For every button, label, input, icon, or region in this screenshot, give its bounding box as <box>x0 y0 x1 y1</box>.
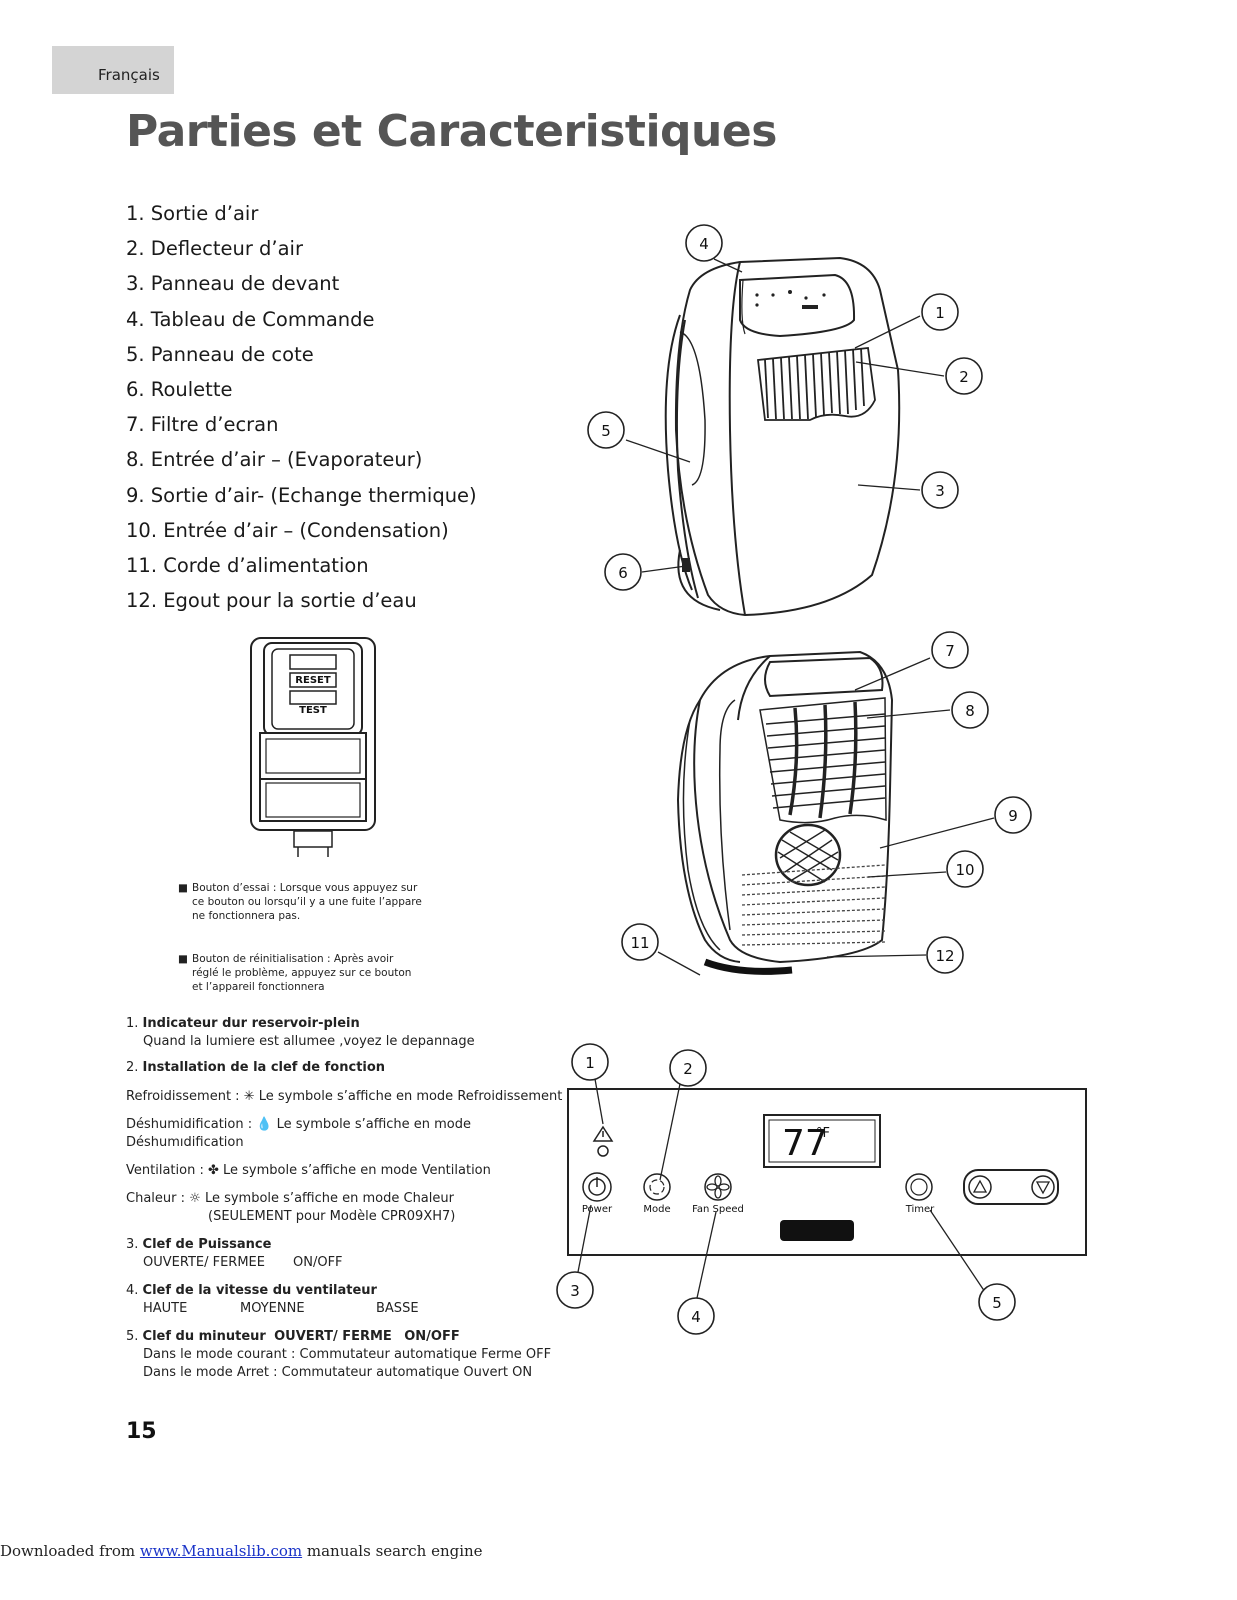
panel-callout-5: 5 <box>992 1294 1002 1312</box>
desc-title: Clef de Puissance <box>142 1237 272 1252</box>
page-number: 15 <box>126 1419 157 1444</box>
down-arrow-icon <box>1035 1181 1051 1195</box>
temp-up-button[interactable] <box>968 1175 992 1199</box>
parts-list: 1. Sortie d’air 2. Deflecteur d’air 3. P… <box>126 196 477 618</box>
callout-8: 8 <box>965 702 975 720</box>
fan-icon <box>706 1175 730 1199</box>
temperature-unit: °F <box>816 1126 830 1141</box>
callout-10: 10 <box>955 861 974 879</box>
droplet-icon: 💧 <box>256 1117 273 1132</box>
mode-icon <box>649 1179 665 1195</box>
part-item: 11. Corde d’alimentation <box>126 554 369 578</box>
bullet-icon: ■ <box>178 882 188 894</box>
power-label: Power <box>582 1204 613 1215</box>
mode-button[interactable] <box>643 1173 671 1201</box>
test-button-note: ■ Bouton d’essai : Lorsque vous appuyez … <box>178 882 422 922</box>
page-title: Parties et Caracteristiques <box>126 106 777 157</box>
desc-title: Clef de la vitesse du ventilateur <box>142 1283 377 1298</box>
timer-button[interactable] <box>905 1173 933 1201</box>
timer-icon <box>910 1178 928 1196</box>
fan-icon: ✤ <box>207 1163 219 1178</box>
desc-title: Installation de la clef de fonction <box>142 1060 386 1075</box>
temperature-display: 77 <box>782 1123 828 1164</box>
mode-label: Mode <box>643 1204 670 1215</box>
panel-callout-3: 3 <box>570 1282 580 1300</box>
panel-callout-4: 4 <box>691 1308 701 1326</box>
callout-9: 9 <box>1008 807 1018 825</box>
timer-label: Timer <box>905 1204 935 1215</box>
fan-speed-label: Fan Speed <box>692 1204 744 1215</box>
callout-11: 11 <box>630 934 649 952</box>
callout-2: 2 <box>959 368 969 386</box>
part-item: 6. Roulette <box>126 378 233 402</box>
reset-button-note: ■ Bouton de réinitialisation : Après avo… <box>178 953 412 993</box>
up-arrow-icon <box>972 1179 988 1193</box>
power-button[interactable] <box>582 1172 612 1202</box>
desc-title: Indicateur dur reservoir-plein <box>142 1016 360 1031</box>
fan-speed-button[interactable] <box>704 1173 732 1201</box>
temp-down-button[interactable] <box>1031 1175 1055 1199</box>
part-item: 8. Entrée d’air – (Evaporateur) <box>126 448 423 472</box>
part-item: 3. Panneau de devant <box>126 272 340 296</box>
callout-12: 12 <box>935 947 954 965</box>
manualslib-link[interactable]: www.Manualslib.com <box>139 1542 303 1560</box>
callout-4: 4 <box>699 235 709 253</box>
callout-7: 7 <box>945 642 955 660</box>
part-item: 1. Sortie d’air <box>126 202 259 225</box>
front-unit-illustration <box>664 256 901 617</box>
part-item: 10. Entrée d’air – (Condensation) <box>126 518 449 542</box>
callout-3: 3 <box>935 482 945 500</box>
panel-callout-2: 2 <box>683 1060 693 1078</box>
callout-5: 5 <box>601 422 611 440</box>
back-unit-illustration <box>676 650 894 975</box>
callout-1: 1 <box>935 304 945 322</box>
desc-text: Quand la lumiere est allumee ,voyez le d… <box>143 1034 475 1049</box>
control-panel-illustration: 77 °F Power Mode Fan Speed Timer <box>567 1088 1087 1256</box>
panel-callout-1: 1 <box>585 1054 595 1072</box>
display-window <box>780 1220 854 1241</box>
bullet-icon: ■ <box>178 953 188 965</box>
part-item: 5. Panneau de cote <box>126 342 314 366</box>
language-label: Français <box>98 66 160 84</box>
plug-device-illustration: RESET TEST <box>250 637 376 857</box>
test-label: TEST <box>299 705 327 716</box>
part-item: 12. Egout pour la sortie d’eau <box>126 589 417 613</box>
part-item: 9. Sortie d’air- (Echange thermique) <box>126 483 477 507</box>
language-tab: Français <box>52 46 174 94</box>
sun-icon: ☼ <box>189 1191 201 1206</box>
part-item: 4. Tableau de Commande <box>126 307 375 331</box>
warning-indicator-icon <box>597 1145 609 1157</box>
footer: Downloaded from www.Manualslib.com manua… <box>0 1542 483 1560</box>
desc-title: Clef du minuteur <box>142 1329 266 1344</box>
snowflake-icon: ✳ <box>243 1089 255 1104</box>
part-item: 2. Deflecteur d’air <box>126 237 303 261</box>
reset-label: RESET <box>295 675 331 686</box>
callout-6: 6 <box>618 564 628 582</box>
part-item: 7. Filtre d’ecran <box>126 413 279 437</box>
